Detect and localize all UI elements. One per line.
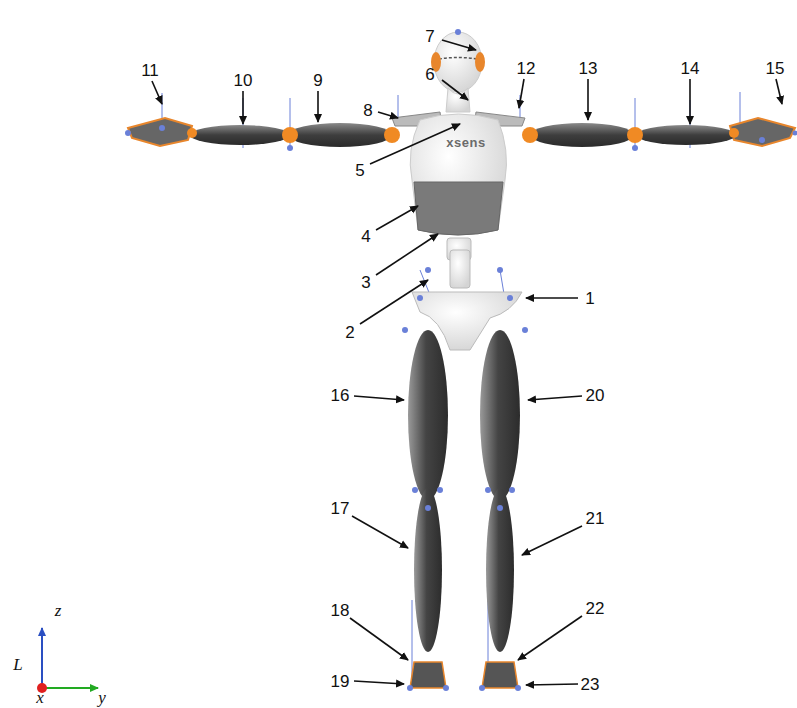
callout-number: 15 [766, 60, 785, 77]
callout-number: 6 [425, 66, 434, 83]
axis-label: L [13, 656, 22, 673]
callout-number: 3 [361, 274, 370, 291]
callout-number: 7 [425, 28, 434, 45]
brand-logo: xsens [446, 136, 485, 149]
callout-number: 12 [517, 60, 536, 77]
callout-number: 22 [586, 600, 605, 617]
callout-number: 11 [141, 62, 159, 79]
callout-number: 17 [331, 500, 350, 517]
callout-number: 2 [345, 324, 354, 341]
callout-number: 8 [363, 102, 372, 119]
callout-number: 21 [586, 510, 605, 527]
callout-number: 23 [581, 676, 600, 693]
callout-number: 5 [355, 162, 364, 179]
callout-number: 20 [586, 387, 605, 404]
callout-number: 1 [585, 290, 594, 307]
axis-label: z [55, 602, 62, 619]
callout-number: 19 [331, 673, 350, 690]
callout-number: 18 [331, 602, 350, 619]
callout-number: 14 [681, 60, 700, 77]
callout-number: 4 [361, 228, 370, 245]
axis-label: x [36, 689, 44, 706]
callout-number: 16 [331, 387, 350, 404]
callout-number: 10 [234, 72, 253, 89]
callout-number: 9 [313, 72, 322, 89]
callout-number: 13 [579, 60, 598, 77]
axis-label: y [98, 689, 106, 706]
